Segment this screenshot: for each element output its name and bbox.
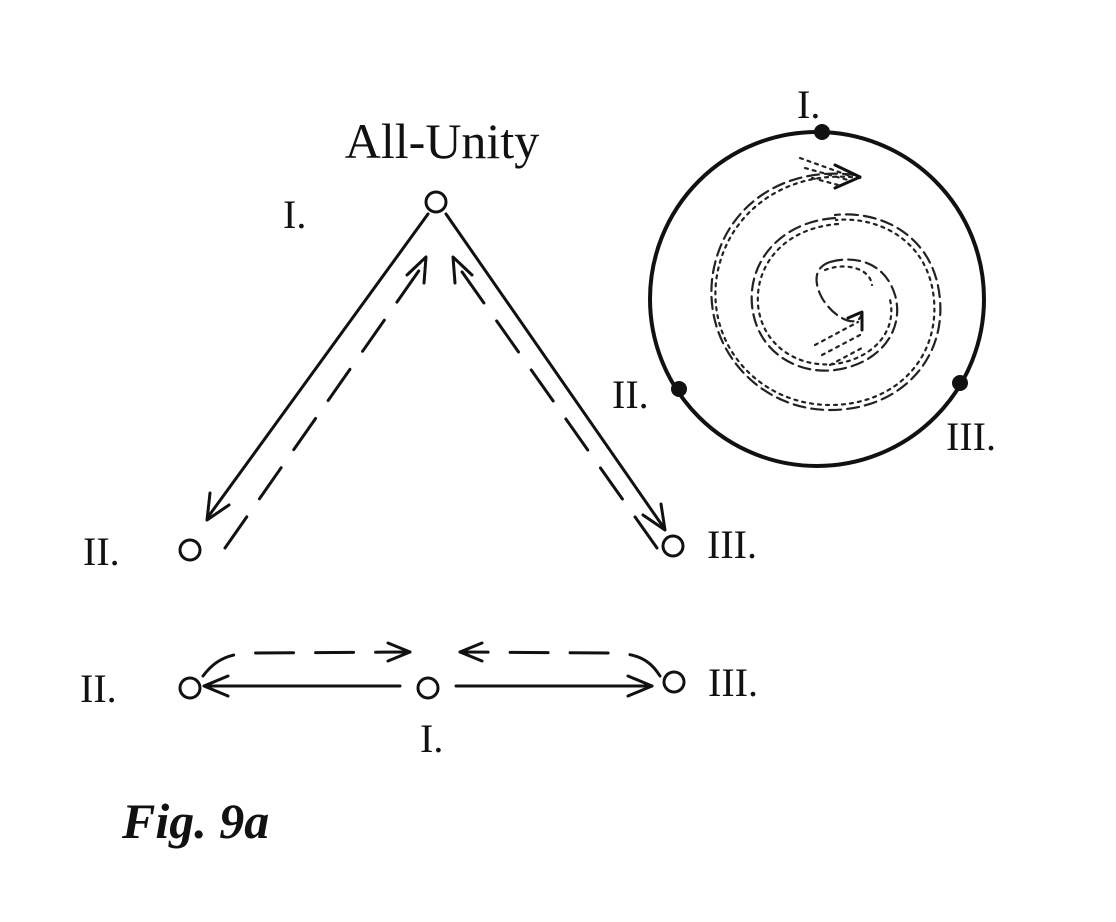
- arrowhead-line-right: [626, 674, 654, 698]
- solid-arrow-apex-to-right: [444, 212, 666, 530]
- node-apex: [424, 190, 448, 214]
- label-triangle-top: I.: [283, 192, 306, 237]
- label-circle-left: II.: [612, 372, 649, 417]
- label-circle-top: I.: [797, 82, 820, 127]
- spiral-middle: [750, 216, 899, 372]
- label-line-left: II.: [80, 666, 117, 711]
- arrowhead-dashed-line-left: [386, 641, 412, 663]
- line-node-right: [662, 670, 686, 694]
- figure-caption: Fig. 9a: [121, 793, 269, 849]
- spiral-inner: [815, 260, 864, 323]
- spiral-hatch-inner: [813, 320, 864, 367]
- spiral-arrowhead-inner: [846, 310, 864, 332]
- outer-circle: [648, 130, 986, 468]
- node-right: [661, 534, 685, 558]
- triangle-diagram: I. II. III.: [83, 190, 757, 574]
- spiral-arrowhead-top: [833, 163, 862, 190]
- spiral-outer-hatch: [714, 175, 936, 407]
- circle-point-right: [952, 375, 968, 391]
- arrowhead-dashed-left: [405, 255, 428, 285]
- arrowhead-dashed-right: [451, 255, 474, 285]
- label-line-center: I.: [420, 716, 443, 761]
- dashed-arrow-right-to-center: [458, 650, 662, 678]
- dashed-arrow-left-to-center: [201, 650, 412, 678]
- circle-diagram: I. II. III.: [612, 82, 996, 468]
- dashed-arrow-left-to-apex: [223, 260, 427, 550]
- spiral-inner-hatch: [823, 265, 874, 287]
- circle-point-top: [814, 124, 830, 140]
- line-diagram: II. I. III.: [80, 641, 758, 761]
- spiral-hatch-top: [798, 156, 852, 188]
- line-node-left: [178, 676, 202, 700]
- solid-arrow-apex-to-left: [206, 212, 430, 519]
- label-line-right: III.: [708, 660, 758, 705]
- spiral-middle-hatch: [756, 222, 893, 366]
- label-circle-right: III.: [946, 414, 996, 459]
- spiral-outer: [710, 172, 942, 412]
- arrowhead-line-left: [202, 674, 230, 698]
- arrowhead-right: [641, 502, 667, 532]
- diagram-title: All-Unity: [345, 113, 539, 169]
- arrowhead-dashed-line-right: [458, 641, 484, 663]
- node-left: [178, 538, 202, 562]
- label-triangle-left: II.: [83, 529, 120, 574]
- circle-point-left: [671, 381, 687, 397]
- arrowhead-left: [205, 491, 231, 522]
- line-node-center: [416, 676, 440, 700]
- label-triangle-right: III.: [707, 522, 757, 567]
